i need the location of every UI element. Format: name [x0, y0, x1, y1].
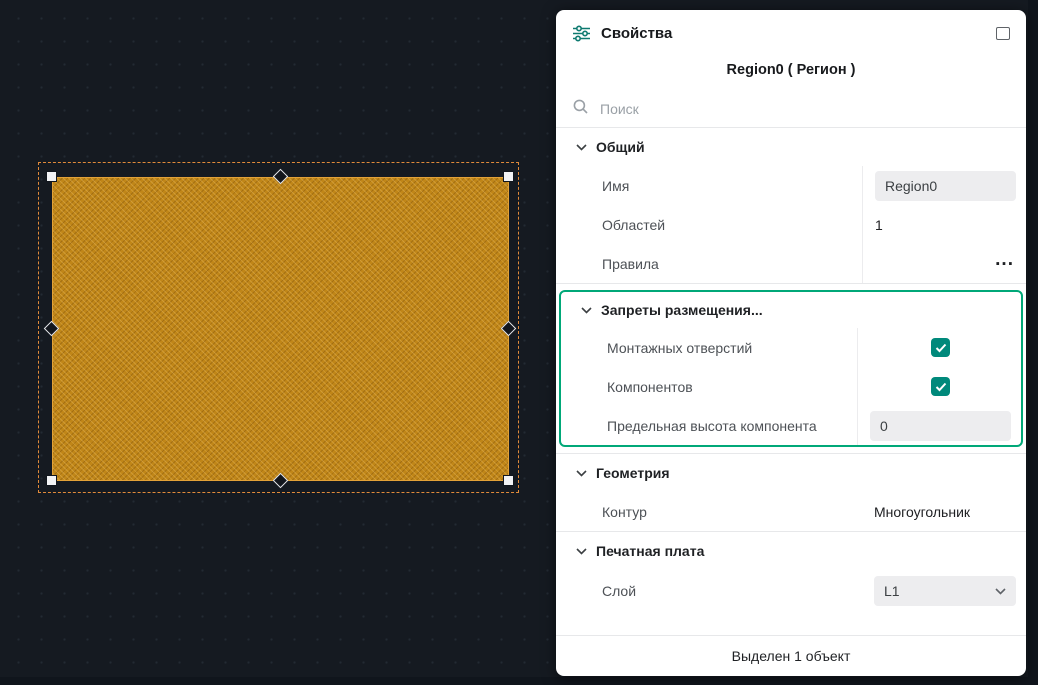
- section-title: Общий: [596, 139, 645, 155]
- property-label: Компонентов: [561, 379, 857, 395]
- mounting-holes-checkbox[interactable]: [931, 338, 950, 357]
- name-field[interactable]: [875, 171, 1016, 201]
- search-row: [556, 90, 1026, 128]
- components-checkbox[interactable]: [931, 377, 950, 396]
- property-label: Слой: [556, 583, 862, 599]
- placement-restrictions-highlight: Запреты размещения... Монтажных отверсти…: [559, 290, 1023, 447]
- search-input[interactable]: [598, 100, 1009, 118]
- property-label: Имя: [556, 178, 862, 194]
- property-label: Монтажных отверстий: [561, 340, 857, 356]
- property-row-mounting-holes: Монтажных отверстий: [561, 328, 1021, 367]
- property-label: Предельная высота компонента: [561, 418, 857, 434]
- properties-panel: Свойства Region0 ( Регион ) Общий Имя О: [556, 10, 1026, 676]
- property-label: Контур: [556, 504, 862, 520]
- property-row-areas: Областей 1: [556, 205, 1026, 244]
- vertical-scrollbar[interactable]: [1028, 0, 1038, 685]
- contour-value: Многоугольник: [874, 504, 970, 520]
- section-title: Геометрия: [596, 465, 670, 481]
- chevron-down-icon[interactable]: [576, 144, 587, 151]
- property-label: Областей: [556, 217, 862, 233]
- selection-status: Выделен 1 объект: [556, 635, 1026, 676]
- layer-select[interactable]: L1: [874, 576, 1016, 606]
- rules-ellipsis-button[interactable]: ...: [995, 255, 1016, 273]
- resize-handle-top-right[interactable]: [503, 171, 514, 182]
- region-shape[interactable]: [52, 177, 509, 481]
- resize-handle-bottom-right[interactable]: [503, 475, 514, 486]
- property-row-max-component-height: Предельная высота компонента: [561, 406, 1021, 445]
- property-row-layer: Слой L1: [556, 570, 1026, 612]
- resize-handle-top-left[interactable]: [46, 171, 57, 182]
- resize-handle-bottom-left[interactable]: [46, 475, 57, 486]
- panel-header: Свойства: [556, 10, 1026, 56]
- chevron-down-icon: [995, 582, 1006, 600]
- max-height-field[interactable]: [870, 411, 1011, 441]
- section-pcb: Печатная плата Слой L1: [556, 531, 1026, 612]
- section-placement-restrictions: Запреты размещения... Монтажных отверсти…: [561, 292, 1021, 445]
- property-label: Правила: [556, 256, 862, 272]
- section-geometry: Геометрия Контур Многоугольник: [556, 453, 1026, 531]
- areas-count-value: 1: [875, 217, 883, 233]
- chevron-down-icon[interactable]: [576, 470, 587, 477]
- property-row-name: Имя: [556, 166, 1026, 205]
- property-row-components: Компонентов: [561, 367, 1021, 406]
- sliders-icon: [572, 25, 591, 42]
- chevron-down-icon[interactable]: [576, 548, 587, 555]
- panel-detach-button[interactable]: [996, 27, 1010, 40]
- panel-title: Свойства: [601, 25, 672, 42]
- horizontal-scrollbar[interactable]: [0, 677, 1038, 685]
- section-title: Запреты размещения...: [601, 302, 763, 318]
- chevron-down-icon[interactable]: [581, 307, 592, 314]
- property-row-rules: Правила ...: [556, 244, 1026, 283]
- property-row-contour: Контур Многоугольник: [556, 492, 1026, 531]
- layer-select-value: L1: [884, 583, 900, 599]
- search-icon: [573, 99, 588, 119]
- section-title: Печатная плата: [596, 543, 704, 559]
- section-general: Общий Имя Областей 1 Правила ...: [556, 128, 1026, 284]
- selected-object-title: Region0 ( Регион ): [556, 56, 1026, 90]
